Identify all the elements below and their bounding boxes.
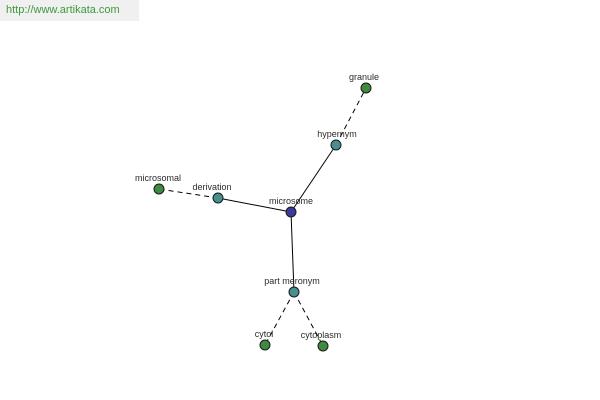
- node-granule[interactable]: granule: [349, 72, 379, 94]
- node-label-hypernym: hypernym: [317, 129, 357, 139]
- node-part-meronym[interactable]: part meronym: [264, 276, 320, 298]
- edges-layer: [158, 87, 367, 347]
- node-circle-hypernym[interactable]: [330, 139, 342, 151]
- node-label-cytol: cytol: [255, 329, 274, 339]
- node-circle-cytol[interactable]: [259, 339, 271, 351]
- node-hypernym[interactable]: hypernym: [317, 129, 357, 151]
- node-label-cytoplasm: cytoplasm: [301, 330, 342, 340]
- node-label-microsome: microsome: [269, 196, 313, 206]
- node-label-derivation: derivation: [192, 182, 231, 192]
- edge-hypernym-to-granule: [335, 87, 367, 146]
- node-circle-derivation[interactable]: [212, 192, 224, 204]
- edge-microsome-to-derivation: [217, 197, 292, 213]
- node-microsome[interactable]: microsome: [269, 196, 313, 218]
- node-microsomal[interactable]: microsomal: [135, 173, 181, 195]
- node-derivation[interactable]: derivation: [192, 182, 232, 204]
- edge-microsome-to-hypernym: [290, 144, 337, 213]
- nodes-layer: microsome hypernym derivation part meronym g…: [135, 72, 379, 352]
- node-label-granule: granule: [349, 72, 379, 82]
- node-circle-part-meronym[interactable]: [288, 286, 300, 298]
- node-label-part-meronym: part meronym: [264, 276, 320, 286]
- node-circle-cytoplasm[interactable]: [317, 340, 329, 352]
- edge-derivation-to-microsomal: [158, 188, 219, 199]
- node-circle-microsome[interactable]: [285, 206, 297, 218]
- node-cytoplasm[interactable]: cytoplasm: [301, 330, 342, 352]
- node-circle-microsomal[interactable]: [153, 183, 165, 195]
- node-circle-granule[interactable]: [360, 82, 372, 94]
- edge-part-meronym-to-cytol: [264, 291, 295, 346]
- node-label-microsomal: microsomal: [135, 173, 181, 183]
- edge-microsome-to-part-meronym: [290, 211, 295, 293]
- node-cytol[interactable]: cytol: [255, 329, 274, 351]
- watermark-link[interactable]: http://www.artikata.com: [0, 0, 139, 21]
- edge-part-meronym-to-cytoplasm: [293, 291, 324, 347]
